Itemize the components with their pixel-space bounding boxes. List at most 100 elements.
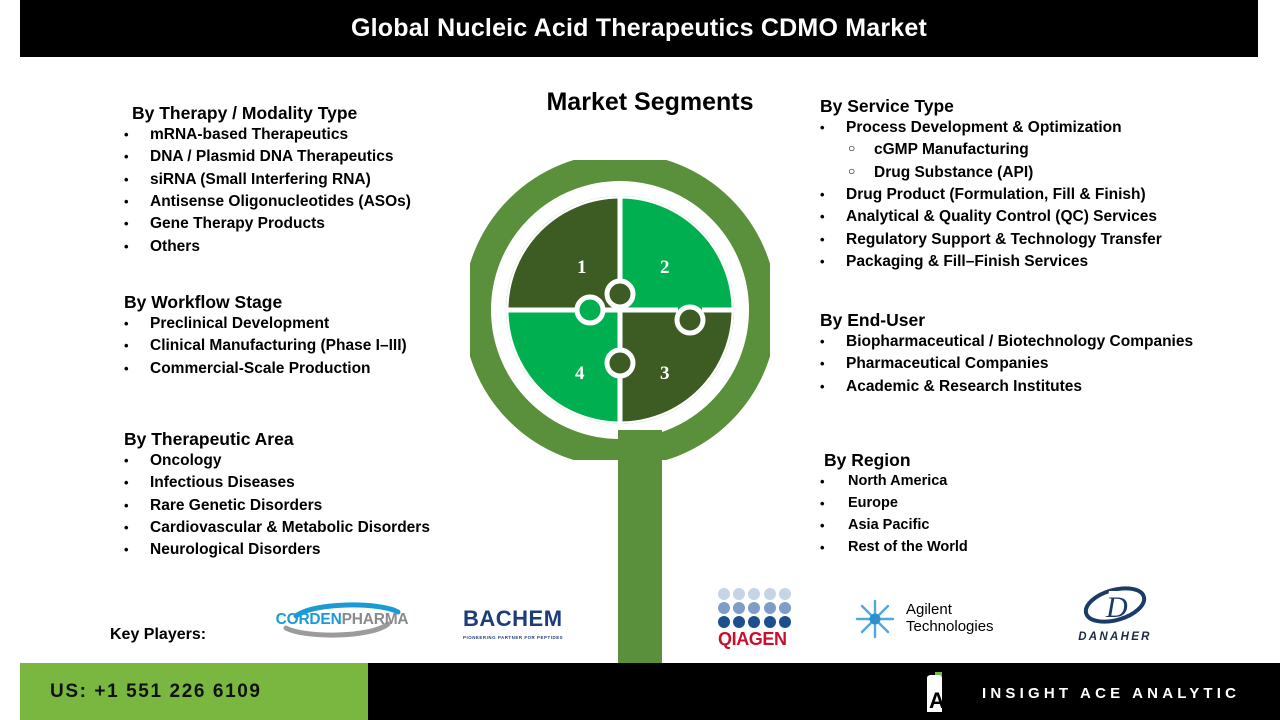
bullet-icon: • (124, 149, 129, 165)
list-item: • mRNA-based Therapeutics (124, 124, 524, 146)
bullet-icon: • (124, 360, 129, 376)
list-item-label: Commercial-Scale Production (150, 359, 371, 377)
bullet-icon: • (124, 316, 129, 331)
list-item-label: Neurological Disorders (150, 541, 321, 559)
bullet-list: •Process Development & Optimization (820, 117, 1280, 139)
list-item-label: Packaging & Fill–Finish Services (846, 252, 1089, 270)
list-item: • Antisense Oligonucleotides (ASOs) (124, 191, 524, 213)
list-item: •Cardiovascular & Metabolic Disorders (124, 517, 544, 539)
bullet-icon: • (124, 453, 129, 468)
bullet-icon: • (124, 542, 129, 558)
list-item-label: Analytical & Quality Control (QC) Servic… (846, 208, 1157, 226)
list-item: •North America (820, 471, 1240, 493)
sub-list-item: ○cGMP Manufacturing (820, 139, 1280, 161)
section-title: By Therapeutic Area (124, 429, 294, 449)
list-item-label: siRNA (Small Interfering RNA) (150, 170, 371, 188)
list-item-label: Clinical Manufacturing (Phase I–III) (150, 337, 407, 355)
footer-bar (368, 663, 1280, 720)
list-item-label: Others (150, 237, 200, 255)
list-item-label: Drug Product (Formulation, Fill & Finish… (846, 185, 1146, 203)
list-item: •Drug Product (Formulation, Fill & Finis… (820, 184, 1280, 206)
footer-contact-block: US: +1 551 226 6109 (20, 663, 368, 720)
section-therapy-modality-type: By Therapy / Modality Type •mRNA-based T… (124, 103, 524, 258)
page-title: Global Nucleic Acid Therapeutics CDMO Ma… (350, 14, 928, 42)
header-bar: Global Nucleic Acid Therapeutics CDMO Ma… (20, 0, 1258, 57)
section-title: By End-User (820, 310, 926, 330)
bullet-icon: • (124, 338, 129, 354)
sub-bullet-list: ○cGMP Manufacturing ○Drug Substance (API… (820, 139, 1280, 184)
puzzle-circle-icon (463, 153, 777, 467)
list-item-label: DNA / Plasmid DNA Therapeutics (150, 148, 394, 166)
bullet-icon: • (820, 231, 825, 247)
brand-block: A INSIGHT ACE ANALYTIC (918, 672, 1240, 714)
sub-list-item-label: cGMP Manufacturing (874, 141, 1029, 159)
bullet-icon: • (820, 120, 825, 135)
agilent-word-line1: Agilent (906, 601, 952, 619)
list-item-label: Gene Therapy Products (150, 215, 325, 233)
magnifier-puzzle-graphic: 1 2 3 4 (463, 153, 777, 467)
list-item: • Others (124, 236, 524, 258)
list-item: •Process Development & Optimization (820, 117, 1280, 139)
list-item-label: mRNA-based Therapeutics (150, 126, 349, 143)
list-item: •Infectious Diseases (124, 472, 544, 494)
danaher-wordmark: DANAHER (1078, 631, 1152, 643)
list-item: •Analytical & Quality Control (QC) Servi… (820, 206, 1280, 228)
section-title: By Region (824, 450, 911, 470)
corden-swoosh-icon (283, 602, 401, 638)
section-title: By Workflow Stage (124, 292, 283, 312)
bachem-wordmark: BACHEM (463, 606, 563, 631)
bullet-icon: • (124, 193, 129, 209)
qiagen-dot-grid-icon (718, 588, 792, 628)
center-heading: Market Segments (546, 88, 754, 116)
list-item-label: Rest of the World (848, 539, 968, 556)
bullet-icon: • (820, 518, 825, 534)
brand-name: INSIGHT ACE ANALYTIC (982, 684, 1241, 702)
bullet-list: • mRNA-based Therapeutics • DNA / Plasmid … (124, 124, 524, 258)
list-item: •Regulatory Support & Technology Transfe… (820, 229, 1280, 251)
list-item-label: Europe (848, 495, 898, 512)
agilent-starburst-icon (855, 599, 895, 639)
bullet-icon: • (820, 496, 825, 512)
bullet-icon: • (820, 540, 825, 556)
list-item: •Asia Pacific (820, 515, 1240, 537)
bullet-icon: • (124, 171, 129, 187)
section-region: By Region •North America •Europe •Asia P… (820, 450, 1240, 559)
bullet-list: • Preclinical Development • Clinical Manuf… (124, 313, 524, 380)
sub-list-item: ○Drug Substance (API) (820, 162, 1280, 184)
segment-number-3: 3 (660, 363, 670, 384)
corden-word: CORDEN (275, 611, 342, 628)
key-players-label: Key Players: (110, 626, 207, 643)
list-item-label: Antisense Oligonucleotides (ASOs) (150, 192, 411, 210)
agilent-word-line2: Technologies (906, 618, 994, 635)
logo-danaher: D DANAHER (1065, 586, 1165, 643)
bullet-icon: • (124, 127, 129, 142)
pharma-word: PHARMA (341, 611, 409, 628)
bullet-icon: • (124, 238, 129, 254)
list-item-label: North America (848, 473, 948, 489)
list-item: •Gene Therapy Products (124, 213, 524, 235)
list-item-label: Pharmaceutical Companies (846, 355, 1049, 373)
logo-bachem: BACHEM PIONEERING PARTNER FOR PEPTIDES (463, 606, 573, 646)
sub-list-item-label: Drug Substance (API) (874, 163, 1034, 181)
danaher-letter: D (1105, 591, 1128, 624)
logo-corden-pharma: CORDENPHARMA (262, 600, 422, 640)
bullet-list: •Oncology •Infectious Diseases •Rare Gen… (124, 450, 544, 562)
bullet-icon: • (820, 334, 825, 349)
bullet-list: •North America •Europe •Asia Pacific •Re… (820, 471, 1240, 559)
bullet-icon: • (124, 475, 129, 491)
insight-ace-logo-icon: A (927, 672, 945, 713)
list-item: • Biopharmaceutical / Biotechnology Compa… (820, 331, 1280, 353)
list-item: • Clinical Manufacturing (Phase I–III) (124, 335, 524, 357)
section-service-type: By Service Type •Process Development & O… (820, 96, 1280, 273)
list-item: •Rare Genetic Disorders (124, 495, 544, 517)
footer-phone-number[interactable]: US: +1 551 226 6109 (50, 680, 262, 702)
corden-pharma-wordmark: CORDENPHARMA (262, 611, 422, 629)
list-item-label: Rare Genetic Disorders (150, 496, 323, 514)
list-item: •Pharmaceutical Companies (820, 353, 1280, 375)
bullet-icon: • (820, 253, 825, 269)
list-item-label: Biopharmaceutical / Biotechnology Compan… (846, 333, 1194, 350)
bullet-list: • Drug Product (Formulation, Fill & Finis… (820, 184, 1280, 273)
list-item-label: Preclinical Development (150, 315, 330, 332)
bachem-tagline: PIONEERING PARTNER FOR PEPTIDES (463, 635, 564, 640)
